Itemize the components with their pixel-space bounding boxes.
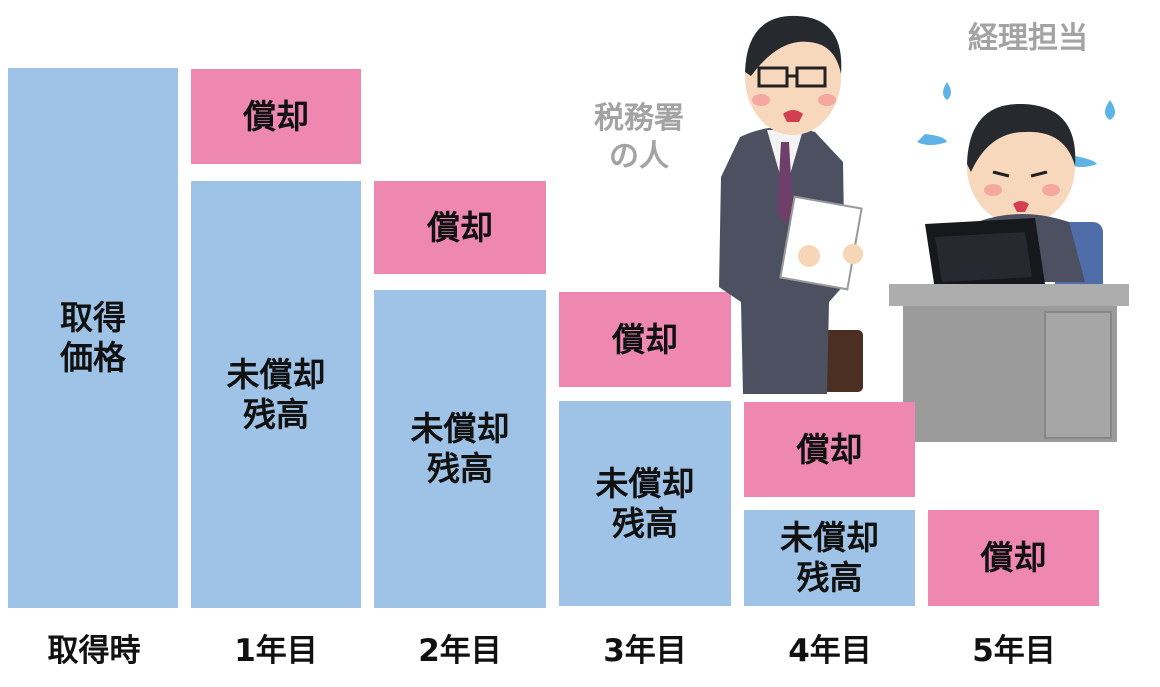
depreciation-label: 償却 — [980, 538, 1047, 578]
depreciation-block-year4: 償却 — [744, 402, 915, 497]
unamortized-balance-label: 未償却 残高 — [780, 518, 879, 597]
year-label-1: 1年目 — [234, 633, 318, 669]
acquisition-price-label: 取得 価格 — [60, 298, 126, 377]
unamortized-balance-block-year2: 未償却 残高 — [374, 290, 546, 608]
unamortized-balance-block-year4: 未償却 残高 — [744, 510, 915, 606]
depreciation-label: 償却 — [796, 429, 863, 469]
year-label-acquisition: 取得時 — [47, 633, 141, 669]
depreciation-label: 償却 — [427, 207, 493, 247]
depreciation-block-year3: 償却 — [559, 292, 731, 387]
depreciation-label: 償却 — [243, 96, 309, 136]
unamortized-balance-block-year1: 未償却 残高 — [191, 181, 361, 608]
year-label-4: 4年目 — [788, 633, 872, 669]
unamortized-balance-label: 未償却 残高 — [410, 409, 510, 488]
year-label-3: 3年目 — [603, 633, 687, 669]
accountant-caption: 経理担当 — [968, 21, 1088, 56]
depreciation-label: 償却 — [612, 319, 678, 359]
unamortized-balance-label: 未償却 残高 — [595, 463, 695, 543]
unamortized-balance-label: 未償却 残高 — [226, 354, 326, 434]
year-label-5: 5年目 — [972, 633, 1056, 669]
depreciation-block-year2: 償却 — [374, 181, 546, 274]
tax-office-person-caption: 税務署 の人 — [594, 101, 684, 174]
accountant-illustration — [889, 82, 1129, 442]
unamortized-balance-block-year3: 未償却 残高 — [559, 401, 731, 606]
depreciation-block-year5: 償却 — [928, 510, 1099, 606]
acquisition-price-block: 取得 価格 — [8, 68, 178, 608]
year-label-2: 2年目 — [418, 633, 502, 669]
tax-office-person-illustration — [719, 15, 863, 394]
depreciation-block-year1: 償却 — [191, 69, 361, 164]
